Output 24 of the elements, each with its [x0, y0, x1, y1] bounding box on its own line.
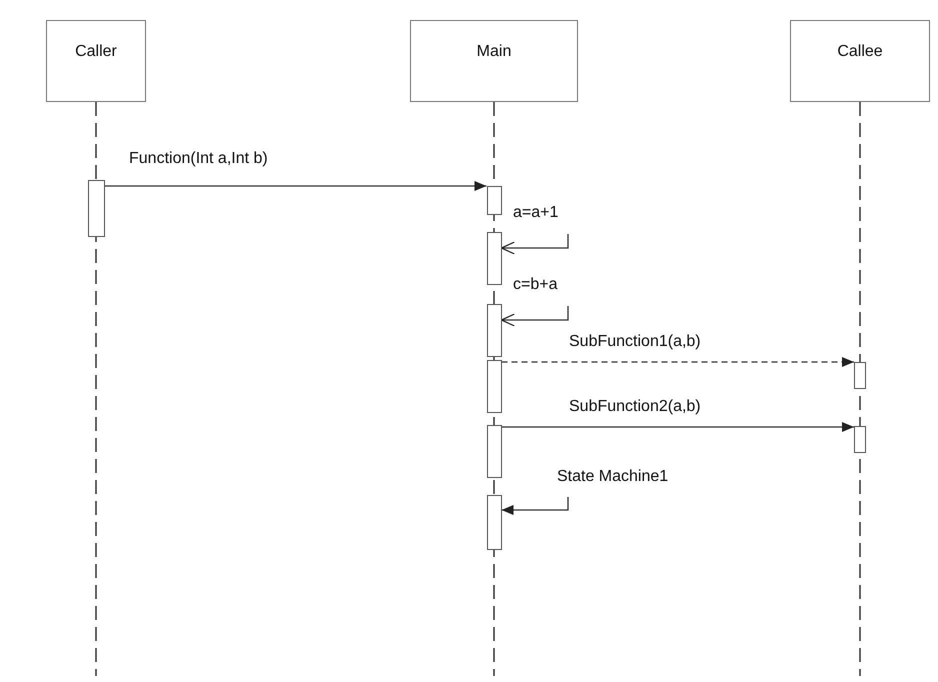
message-label: SubFunction1(a,b) — [568, 333, 702, 351]
participant-box — [790, 20, 930, 102]
activation-bar — [486, 232, 502, 285]
activation-bar — [486, 186, 502, 215]
participant-name: Main — [476, 43, 512, 61]
activation-bar — [486, 425, 502, 478]
message-label: Function(Int a,Int b) — [128, 150, 269, 168]
message-label: SubFunction2(a,b) — [568, 398, 702, 416]
activation-bar — [486, 360, 502, 413]
self-message-arrow — [500, 306, 569, 327]
message-arrow — [104, 181, 486, 191]
self-message-arrow — [500, 234, 569, 255]
participant-box — [46, 20, 146, 102]
participant-name: Callee — [837, 43, 883, 61]
participant-box — [410, 20, 578, 102]
activation-bar — [88, 180, 104, 237]
message-arrow — [502, 357, 854, 367]
activation-bar — [486, 495, 502, 550]
message-arrow — [502, 422, 854, 432]
participant-name: Caller — [75, 43, 117, 61]
activation-bar — [854, 362, 866, 389]
activation-bar — [854, 426, 866, 453]
self-message-arrow — [502, 497, 569, 515]
activation-bar — [486, 304, 502, 357]
